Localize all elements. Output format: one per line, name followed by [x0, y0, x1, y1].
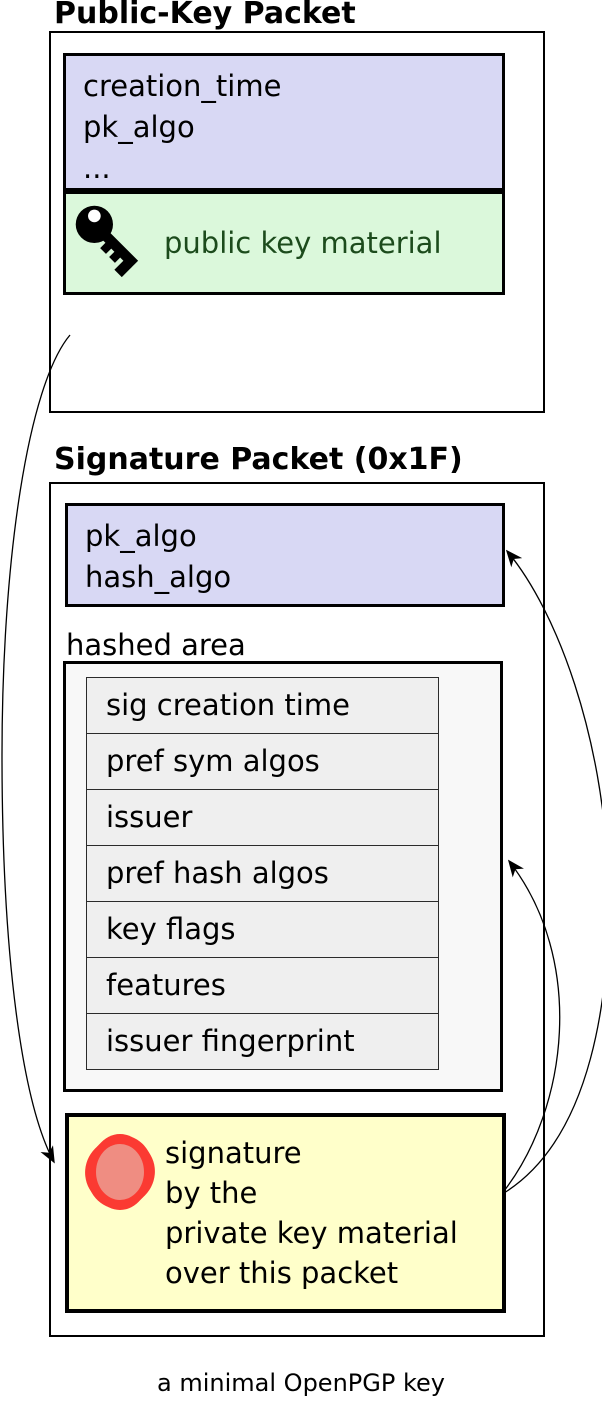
diagram-caption: a minimal OpenPGP key — [157, 1369, 445, 1397]
subpacket-row: key flags — [86, 901, 439, 958]
field-pk-algo: pk_algo — [85, 519, 197, 553]
subpacket-list: sig creation time pref sym algos issuer … — [86, 677, 439, 1070]
subpacket-row: features — [86, 957, 439, 1014]
seal-icon — [85, 1134, 155, 1210]
signature-line: over this packet — [165, 1256, 399, 1290]
signature-packet-title: Signature Packet (0x1F) — [54, 442, 463, 477]
public-key-packet-title: Public-Key Packet — [54, 0, 356, 31]
subpacket-row: pref hash algos — [86, 845, 439, 902]
signature-block-box: signature by the private key material ov… — [65, 1113, 506, 1313]
signature-header-box: pk_algo hash_algo — [65, 503, 505, 607]
subpacket-row: issuer fingerprint — [86, 1013, 439, 1070]
subpacket-row: issuer — [86, 789, 439, 846]
public-key-header-box: creation_time pk_algo ... — [63, 53, 505, 191]
signature-line: private key material — [165, 1216, 458, 1250]
key-icon — [75, 205, 139, 278]
signature-line: by the — [165, 1176, 258, 1210]
hashed-area-label: hashed area — [66, 628, 246, 662]
signature-line: signature — [165, 1136, 302, 1170]
signature-text: signature by the private key material ov… — [165, 1133, 458, 1293]
field-hash-algo: hash_algo — [85, 560, 232, 594]
subpacket-row: pref sym algos — [86, 733, 439, 790]
field-ellipsis: ... — [83, 151, 111, 185]
field-pk-algo: pk_algo — [83, 110, 195, 144]
subpacket-row: sig creation time — [86, 677, 439, 734]
public-key-material-box: public key material — [63, 191, 505, 295]
public-key-material-label: public key material — [164, 226, 442, 260]
field-creation-time: creation_time — [83, 69, 282, 103]
